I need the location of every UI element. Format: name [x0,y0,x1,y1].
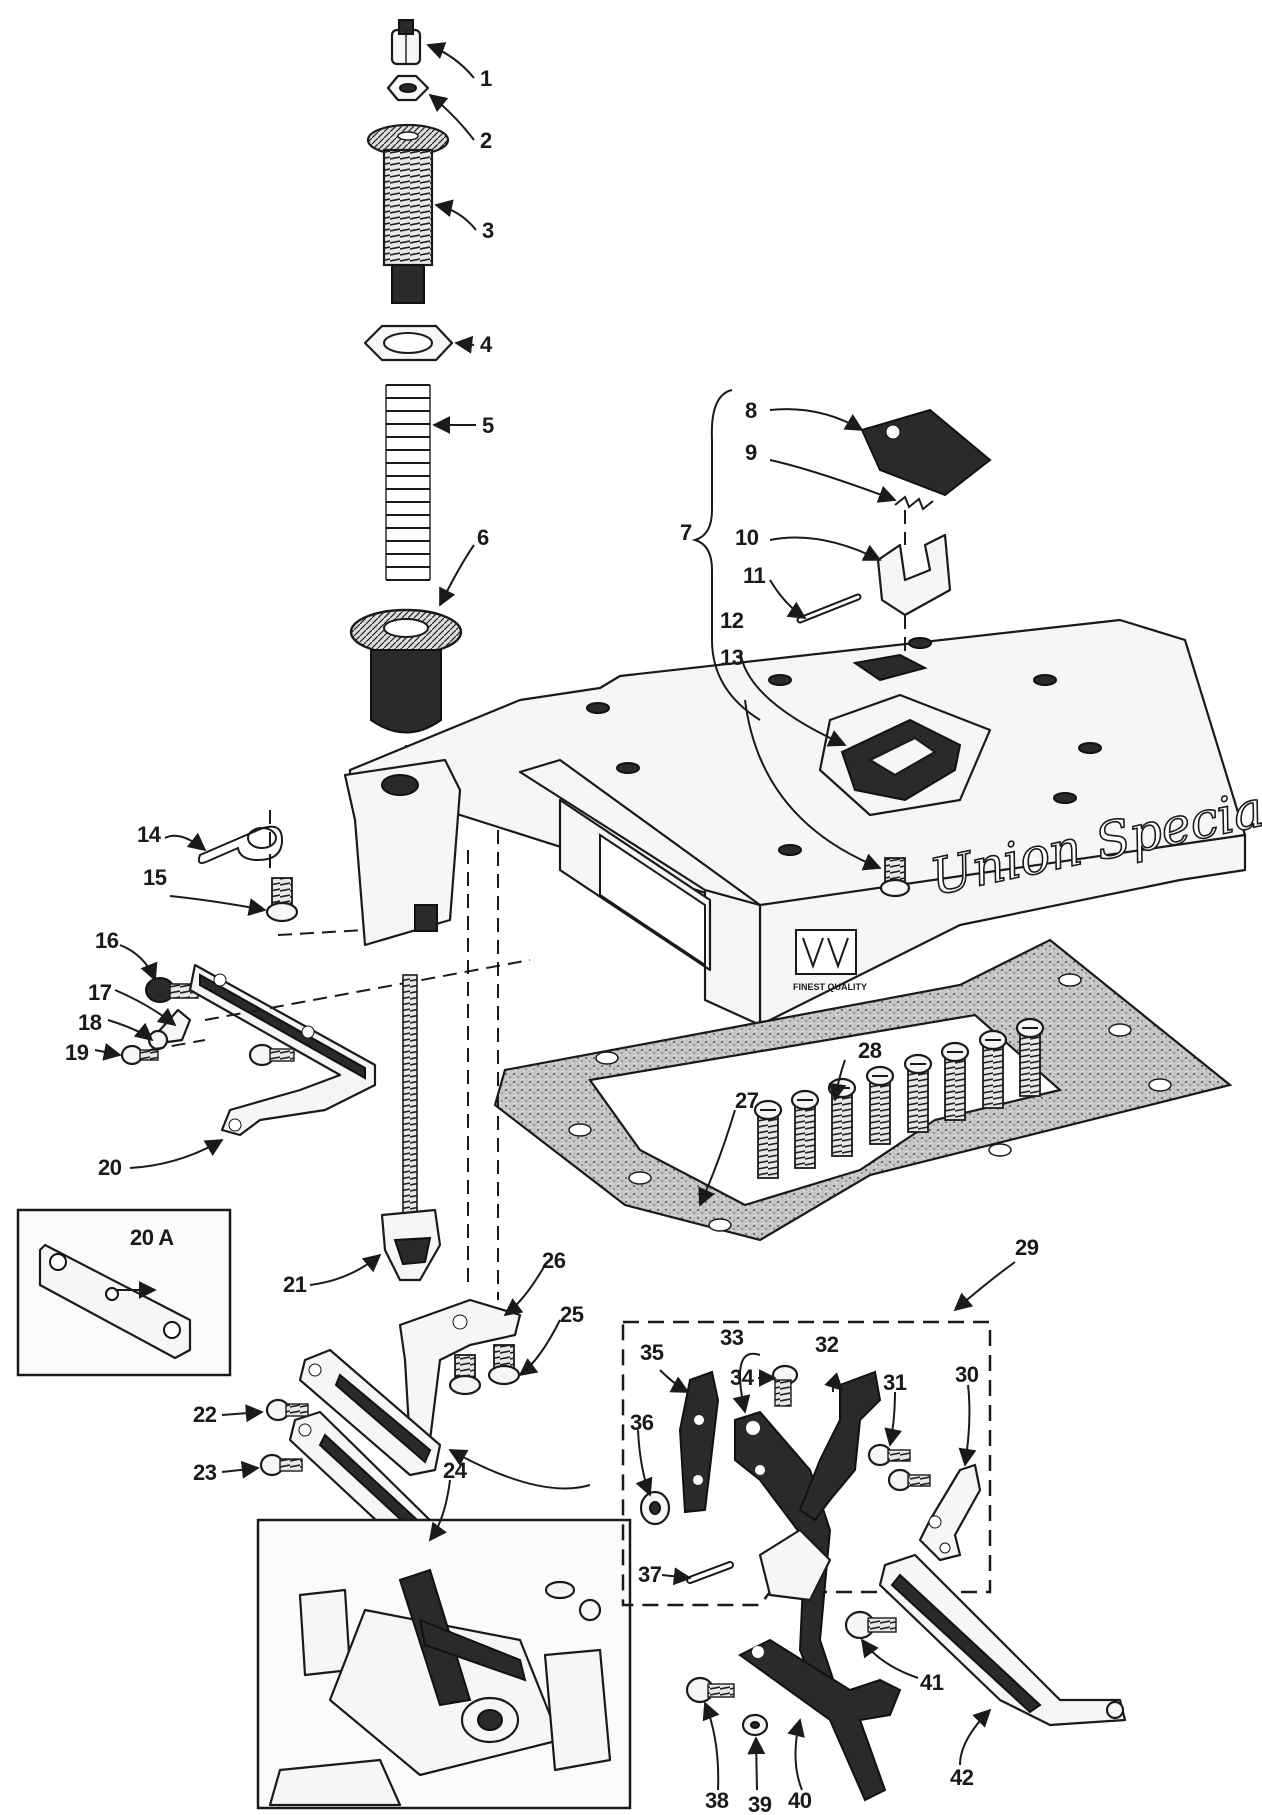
label-24: 24 [443,1458,468,1483]
label-9: 9 [745,440,757,465]
label-4: 4 [480,332,493,357]
brand-logo: FINEST QUALITY [793,929,867,992]
label-21: 21 [283,1272,307,1297]
machine-inset [256,1518,632,1810]
part-2-hex-nut [386,74,430,102]
leader-lines [94,42,1016,1791]
part-27-gasket [493,938,1233,1242]
lever-group [691,389,992,898]
screw-row [753,1017,1045,1179]
cover-holes [586,637,1102,856]
part-21-rod [380,974,442,1282]
label-33: 33 [720,1325,744,1350]
label-25: 25 [560,1302,584,1327]
label-5: 5 [482,413,494,438]
label-38: 38 [705,1788,729,1813]
label-41: 41 [920,1670,944,1695]
label-6: 6 [477,525,489,550]
label-35: 35 [640,1340,664,1365]
block-bracket [343,758,462,947]
label-22: 22 [193,1402,217,1427]
label-40: 40 [788,1788,812,1813]
label-29: 29 [1015,1235,1039,1260]
label-20a: 20 A [130,1225,174,1250]
callout-labels: 1 2 3 4 5 6 7 8 9 10 11 12 13 14 15 16 1… [65,66,1039,1815]
part-6-bushing [349,608,463,734]
label-36: 36 [630,1410,654,1435]
inset-20a [16,1208,232,1377]
label-17: 17 [88,980,112,1005]
label-3: 3 [482,218,494,243]
lower-left-parts [259,1298,522,1552]
label-20: 20 [98,1155,122,1180]
label-27: 27 [735,1088,759,1113]
label-31: 31 [883,1370,907,1395]
label-19: 19 [65,1040,89,1065]
part-28-screws [753,1017,1045,1179]
label-42: 42 [950,1765,974,1790]
label-11: 11 [743,563,766,588]
label-1: 1 [480,66,492,91]
label-28: 28 [858,1038,882,1063]
part-4-lock-nut [363,324,454,362]
label-12: 12 [720,608,744,633]
label-16: 16 [95,928,119,953]
label-23: 23 [193,1460,217,1485]
label-18: 18 [78,1010,102,1035]
label-30: 30 [955,1362,979,1387]
label-10: 10 [735,525,759,550]
label-14: 14 [137,822,162,847]
gasket-holes [568,973,1172,1232]
bottom-right-parts [685,1553,1127,1802]
label-37: 37 [638,1562,662,1587]
label-34: 34 [730,1365,755,1390]
part-5-spring [385,384,431,581]
part-3-adjusting-screw [366,123,450,304]
label-8: 8 [745,398,757,423]
alignment-lines [467,830,499,1300]
label-26: 26 [542,1248,566,1273]
center-stack [349,19,463,790]
part-1-nut [390,19,422,66]
label-7: 7 [680,520,692,545]
label-2: 2 [480,128,492,153]
left-parts [120,810,531,1137]
group-29-box [621,1320,992,1717]
brand-tagline: FINEST QUALITY [793,982,867,992]
label-15: 15 [143,865,167,890]
label-39: 39 [748,1792,772,1815]
label-13: 13 [720,645,744,670]
label-32: 32 [815,1332,839,1357]
